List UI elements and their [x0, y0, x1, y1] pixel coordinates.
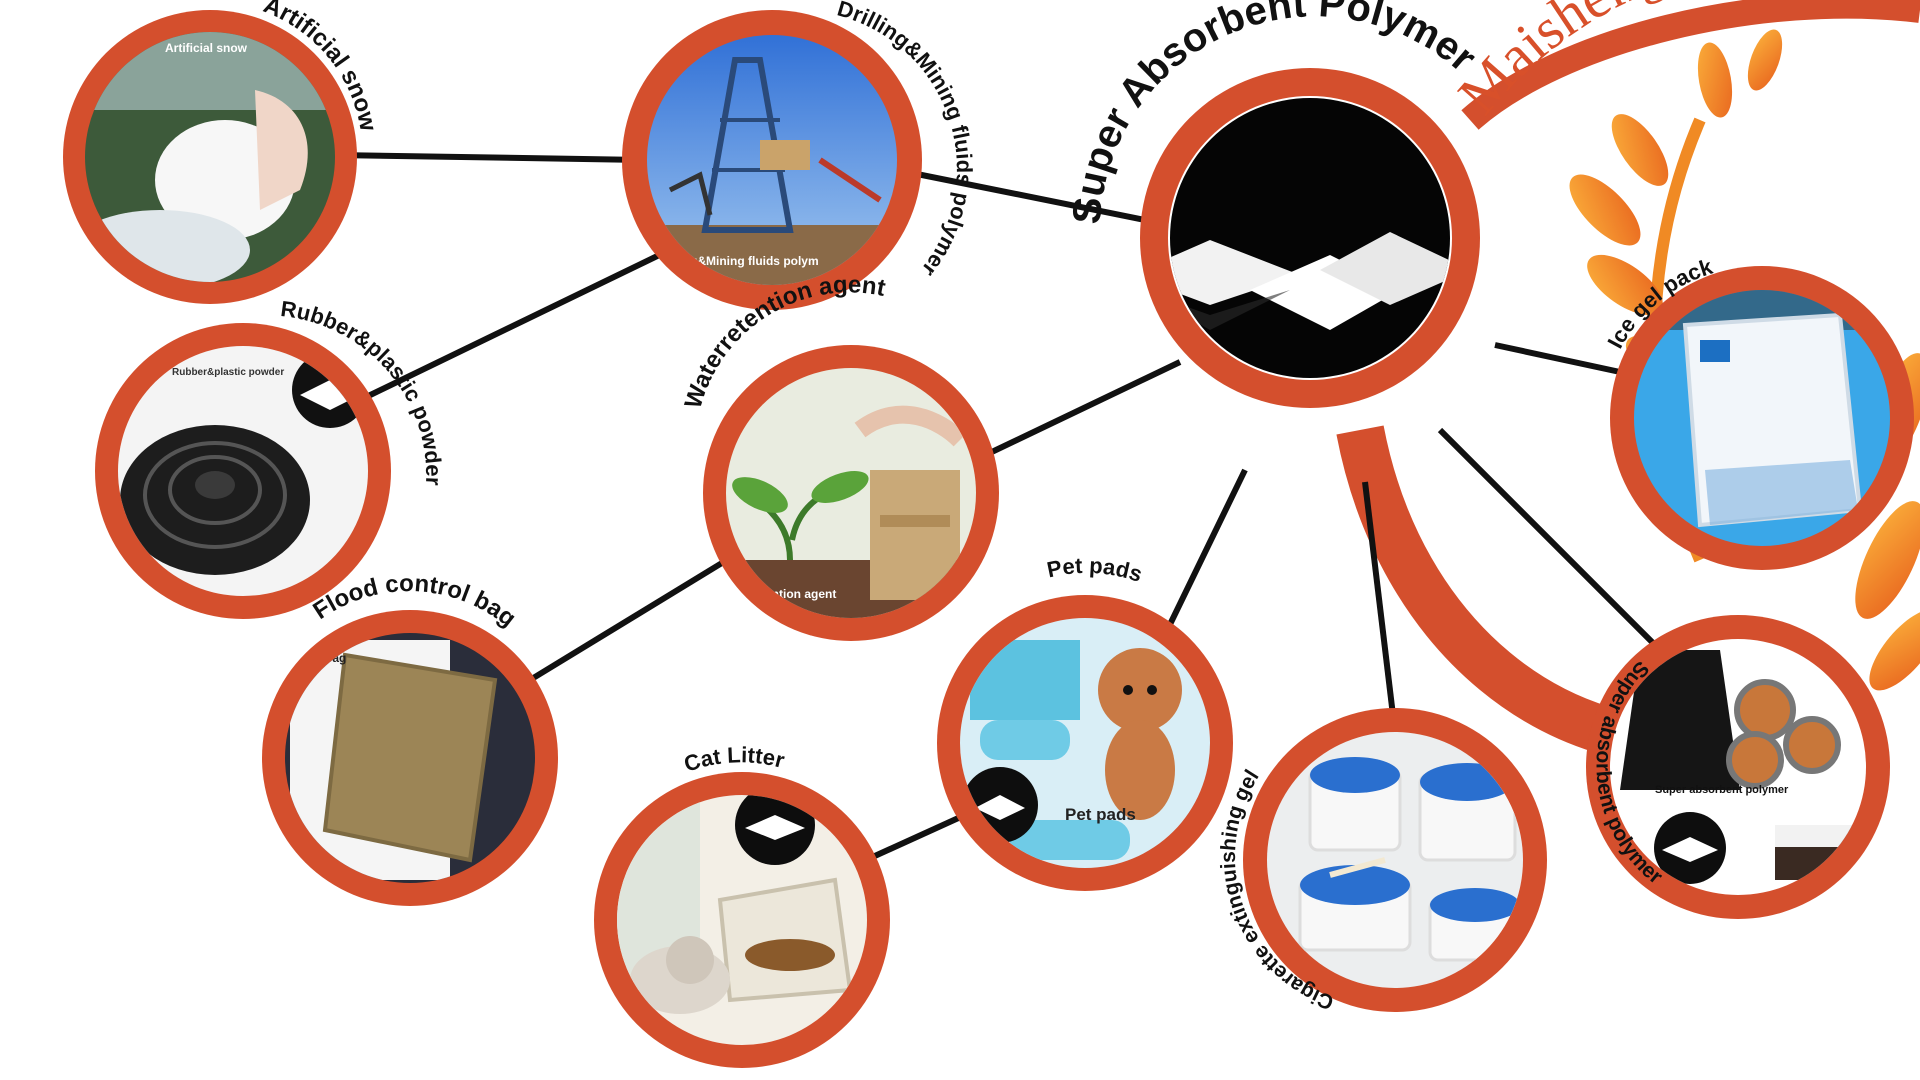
connector-cig-hub	[1362, 481, 1398, 733]
water-inner-text: ention agent	[765, 587, 836, 601]
connector-snow-drill	[334, 152, 648, 163]
node-cat-litter: Cat Litter	[594, 742, 890, 1068]
connector-water-hub	[973, 359, 1182, 463]
node-ice-gel-pack: Ice gel pack	[1602, 254, 1914, 570]
connector-flood-water	[528, 552, 737, 683]
node-artificial-snow: Artificial snow Artificial snow	[63, 0, 382, 304]
pet-inner-text: Pet pads	[1065, 805, 1136, 824]
rubber-inner-text: Rubber&plastic powder	[172, 367, 284, 378]
hub-node: Super Absorbent Polymer	[1065, 0, 1484, 408]
connectors	[334, 152, 1673, 868]
connector-cable-hub	[1437, 427, 1673, 663]
connector-drill-hub	[896, 167, 1171, 228]
node-super-absorbent-cable: Super absorbent polymer Super absorbent …	[1586, 615, 1890, 919]
connector-rubber-drill	[358, 242, 682, 403]
connector-ice-hub	[1494, 342, 1635, 378]
label-cat-litter: Cat Litter	[681, 742, 788, 777]
hub-image-powder	[1170, 98, 1450, 378]
node-water-retention: ention agent Waterretention agent	[680, 271, 999, 641]
node-drilling-mining: g&Mining fluids polym Drilling&Mining fl…	[622, 0, 977, 310]
brand-arc-top	[1461, 0, 1920, 130]
connector-pet-hub	[1157, 468, 1248, 647]
node-rubber-plastic: Rubber&plastic powder Rubber&plastic pow…	[95, 296, 446, 619]
cable-inner-text: Super absorbent polymer	[1655, 784, 1789, 796]
label-pet-pads: Pet pads	[1045, 553, 1146, 587]
node-cigarette-gel: Cigarette extinguishing gel	[1217, 708, 1547, 1014]
node-flood-control-bag: bag Flood control bag	[262, 570, 558, 906]
node-pet-pads: Pet pads Pet pads	[937, 553, 1233, 891]
snow-inner-text: Artificial snow	[165, 41, 248, 55]
drill-inner-text: g&Mining fluids polym	[690, 254, 819, 268]
